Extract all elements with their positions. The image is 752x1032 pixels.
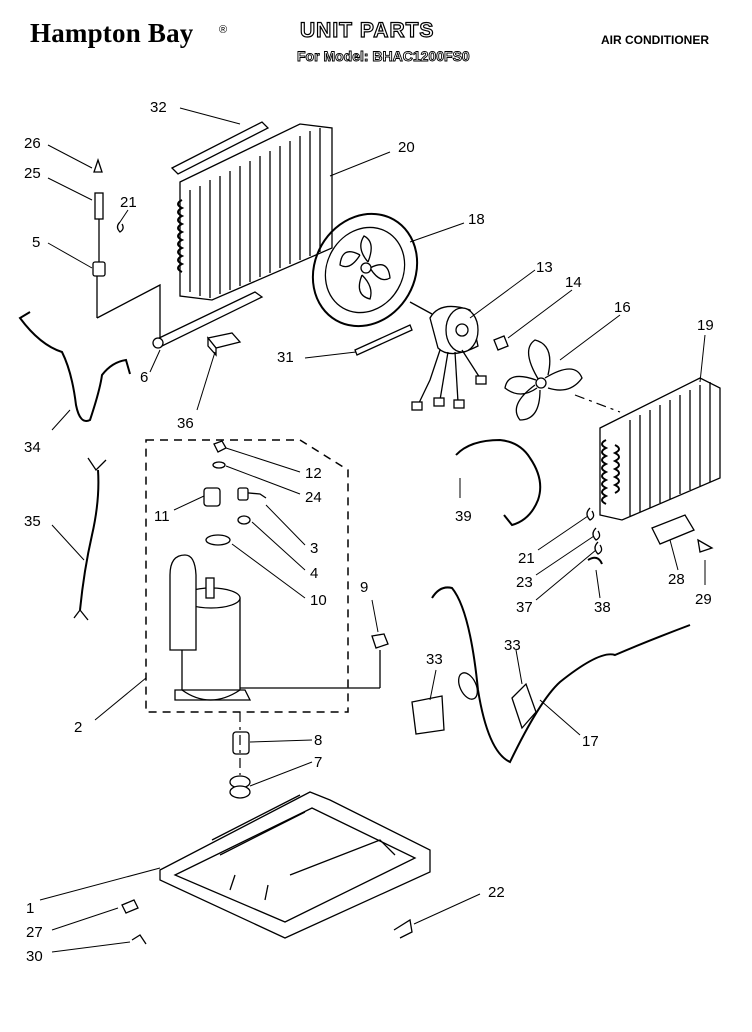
brand-name: Hampton Bay: [30, 18, 194, 48]
callout-29: 29: [695, 591, 712, 608]
clip-part-30: [131, 934, 147, 945]
nut-part-14: [493, 335, 509, 351]
tube-part-34: [18, 311, 131, 422]
callout-20: 20: [398, 139, 415, 156]
sensor-parts: [92, 157, 161, 340]
strip-part-31: [354, 324, 413, 356]
callout-21b: 21: [518, 550, 535, 567]
pad-part-33-left: [411, 695, 445, 735]
callout-28: 28: [668, 571, 685, 588]
compressor-group-box: [145, 439, 349, 713]
callout-2: 2: [74, 719, 82, 736]
callout-27: 27: [26, 924, 43, 941]
callout-35: 35: [24, 513, 41, 530]
category-label: AIR CONDITIONER: [601, 33, 709, 47]
diagram-title: UNIT PARTS: [299, 18, 435, 42]
callout-33b: 33: [504, 637, 521, 654]
leader-lines: [39, 144, 706, 953]
callout-34: 34: [24, 439, 41, 456]
callout-18: 19: [697, 317, 714, 334]
callout-16: 16: [614, 299, 631, 316]
callout-25: 25: [24, 165, 41, 182]
grommet-part-7: [229, 775, 251, 799]
callout-17: 18: [468, 211, 485, 228]
callout-8: 8: [314, 732, 322, 749]
callout-19: 17: [582, 733, 599, 750]
callout-31: 31: [277, 349, 294, 366]
callout-4: 4: [310, 565, 318, 582]
callout-22: 23: [516, 574, 533, 591]
callout-36: 36: [177, 415, 194, 432]
wire-harness-part-35: [73, 457, 107, 621]
callout-24: 24: [305, 489, 322, 506]
callout-21a: 21: [120, 194, 137, 211]
screw-part-27: [121, 899, 139, 914]
registered-mark: ®: [219, 24, 228, 36]
base-pan-part-1: [159, 791, 431, 939]
drain-tube-part-19: [431, 586, 691, 764]
part-23: [393, 918, 413, 939]
callout-5: 5: [32, 234, 40, 251]
callout-3: 3: [310, 540, 318, 557]
blower-housing-part-17: [311, 212, 419, 328]
callout-39: 39: [455, 508, 472, 525]
indoor-coil-part-20: [170, 121, 333, 301]
part-28: [651, 514, 695, 545]
fan-blade-part-16: [504, 339, 583, 421]
pad-part-33-right: [511, 682, 537, 730]
coil-bracket-part-32: [179, 107, 241, 125]
strap-part-6: [152, 291, 264, 349]
callout-26: 26: [24, 135, 41, 152]
nut-part-9: [371, 633, 389, 649]
tube-part-39: [455, 438, 542, 527]
callout-32: 32: [150, 99, 167, 116]
callout-7: 7: [314, 754, 322, 771]
callout-38: 38: [594, 599, 611, 616]
assembly-dashline: [574, 394, 621, 413]
compressor-small-parts: [203, 440, 267, 546]
callout-33a: 33: [426, 651, 443, 668]
part-29: [697, 538, 714, 553]
callout-10: 10: [310, 592, 327, 609]
compressor-part-2: [169, 554, 381, 701]
fan-motor-part-13: [409, 301, 487, 411]
callout-12: 12: [305, 465, 322, 482]
callout-6: 6: [140, 369, 148, 386]
callout-13: 13: [536, 259, 553, 276]
callout-37: 37: [516, 599, 533, 616]
callout-30: 30: [26, 948, 43, 965]
callout-23: 22: [488, 884, 505, 901]
block-part-36: [206, 332, 242, 357]
grommet-part-8: [232, 731, 250, 755]
small-clips: [586, 507, 603, 565]
model-line: For Model: BHAC1200FS0: [297, 48, 471, 65]
callout-1: 1: [26, 900, 34, 917]
callout-9: 9: [360, 579, 368, 596]
callout-11: 11: [154, 508, 170, 525]
outdoor-coil-part-18: [599, 377, 721, 521]
callout-labels: 26 25 21 5 32 20 18 13 14 16 19 31 6 36 …: [24, 99, 714, 965]
callout-14: 14: [565, 274, 582, 291]
